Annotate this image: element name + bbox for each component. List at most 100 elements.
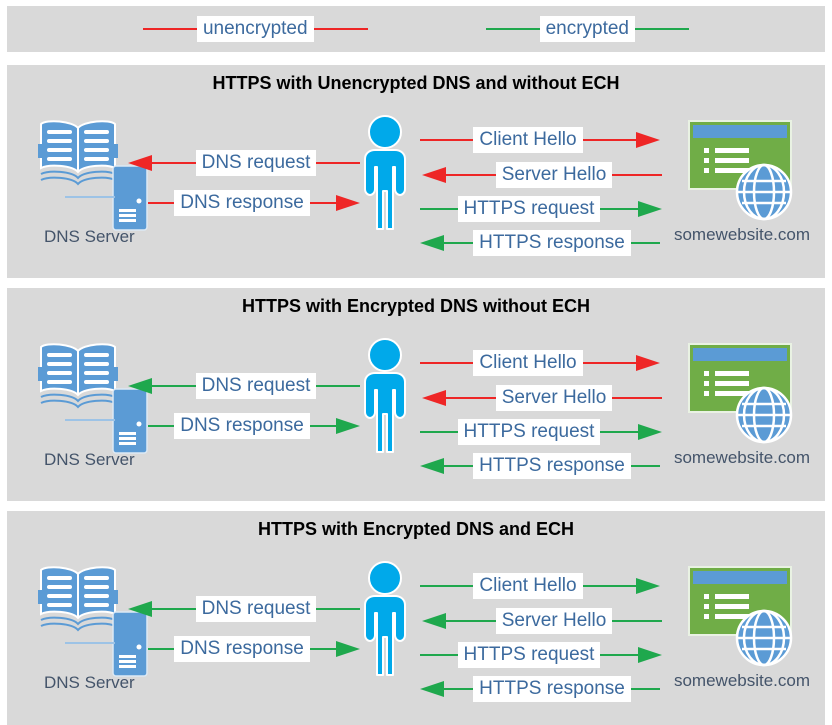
person-icon [364,338,406,453]
panel-title: HTTPS with Encrypted DNS and ECH [257,519,575,539]
arrow-head-right [638,424,662,440]
message-label: Client Hello [473,127,583,153]
arrow-line [152,385,196,387]
arrow-line [420,139,474,141]
message-client-hello: Client Hello [420,572,660,600]
arrow-head-right [636,578,660,594]
browser-list-icon [704,594,749,624]
arrow-line [309,425,336,427]
arrow-line [444,465,474,467]
arrow-line [630,242,661,244]
person-icon [364,115,406,230]
arrow-head-left [422,613,446,629]
message-https-request: HTTPS request [420,418,662,446]
encrypted-line [635,28,690,30]
message-label: Client Hello [473,573,583,599]
arrow-head-right [638,647,662,663]
arrow-line [612,397,663,399]
message-label: HTTPS request [457,642,601,668]
arrow-head-left [420,681,444,697]
arrow-line [420,208,458,210]
arrow-line [444,688,474,690]
arrow-line [420,362,474,364]
browser-titlebar [693,571,787,584]
arrow-line [612,174,663,176]
message-client-hello: Client Hello [420,349,660,377]
message-https-request: HTTPS request [420,195,662,223]
arrow-line [600,654,638,656]
arrow-head-right [336,641,360,657]
person-icon [364,561,406,676]
legend-label-encrypted: encrypted [539,16,636,42]
message-label: Client Hello [473,350,583,376]
unencrypted-line [313,28,368,30]
arrow-head-right [336,195,360,211]
message-client-hello: Client Hello [420,126,660,154]
arrow-line [309,648,336,650]
globe-icon [735,163,793,221]
arrow-head-right [336,418,360,434]
dns-server-label: DNS Server [44,227,135,246]
arrow-line [630,465,661,467]
arrow-line [600,208,638,210]
website-label: somewebsite.com [673,448,811,467]
arrow-line [582,362,636,364]
arrow-head-left [420,235,444,251]
legend-item-encrypted: encrypted [485,16,690,42]
arrow-head-right [638,201,662,217]
message-dns-response: DNS response [148,189,360,217]
message-label: DNS response [174,413,310,439]
arrow-line [444,242,474,244]
panel-encrypted-dns-with-ech: HTTPS with Encrypted DNS and ECH DNS Ser… [7,511,825,725]
message-label: DNS response [174,190,310,216]
message-https-response: HTTPS response [420,229,661,257]
arrow-line [309,202,336,204]
arrow-line [148,648,175,650]
arrow-line [582,139,636,141]
message-label: Server Hello [495,162,613,188]
message-label: HTTPS response [473,453,631,479]
message-label: DNS request [195,373,317,399]
arrow-head-left [128,601,152,617]
legend-label-unencrypted: unencrypted [196,16,314,42]
legend-bar: unencrypted encrypted [7,6,825,52]
message-dns-request: DNS request [128,595,360,623]
dns-server-label: DNS Server [44,450,135,469]
panel-unencrypted-dns-no-ech: HTTPS with Unencrypted DNS and without E… [7,65,825,278]
message-label: DNS request [195,150,317,176]
message-label: Server Hello [495,385,613,411]
arrow-line [630,688,661,690]
panel-title: HTTPS with Encrypted DNS without ECH [241,296,590,316]
message-server-hello: Server Hello [422,607,663,635]
message-label: DNS request [195,596,317,622]
arrow-line [316,385,360,387]
dns-server-label: DNS Server [44,673,135,692]
message-label: HTTPS response [473,676,631,702]
encrypted-line [485,28,540,30]
arrow-line [148,202,175,204]
browser-list-icon [704,148,749,178]
message-dns-request: DNS request [128,372,360,400]
message-dns-response: DNS response [148,412,360,440]
arrow-line [600,431,638,433]
arrow-head-left [422,167,446,183]
message-label: Server Hello [495,608,613,634]
arrow-head-left [420,458,444,474]
arrow-line [420,654,458,656]
arrow-line [420,585,474,587]
arrow-line [582,585,636,587]
panel-encrypted-dns-no-ech: HTTPS with Encrypted DNS without ECH DNS… [7,288,825,501]
arrow-line [446,620,496,622]
website-label: somewebsite.com [673,671,811,690]
message-label: HTTPS request [457,419,601,445]
message-https-request: HTTPS request [420,641,662,669]
arrow-head-left [128,378,152,394]
message-server-hello: Server Hello [422,384,663,412]
arrow-line [152,162,196,164]
message-https-response: HTTPS response [420,452,661,480]
message-dns-request: DNS request [128,149,360,177]
message-label: HTTPS request [457,196,601,222]
arrow-line [446,174,496,176]
legend-item-unencrypted: unencrypted [142,16,368,42]
